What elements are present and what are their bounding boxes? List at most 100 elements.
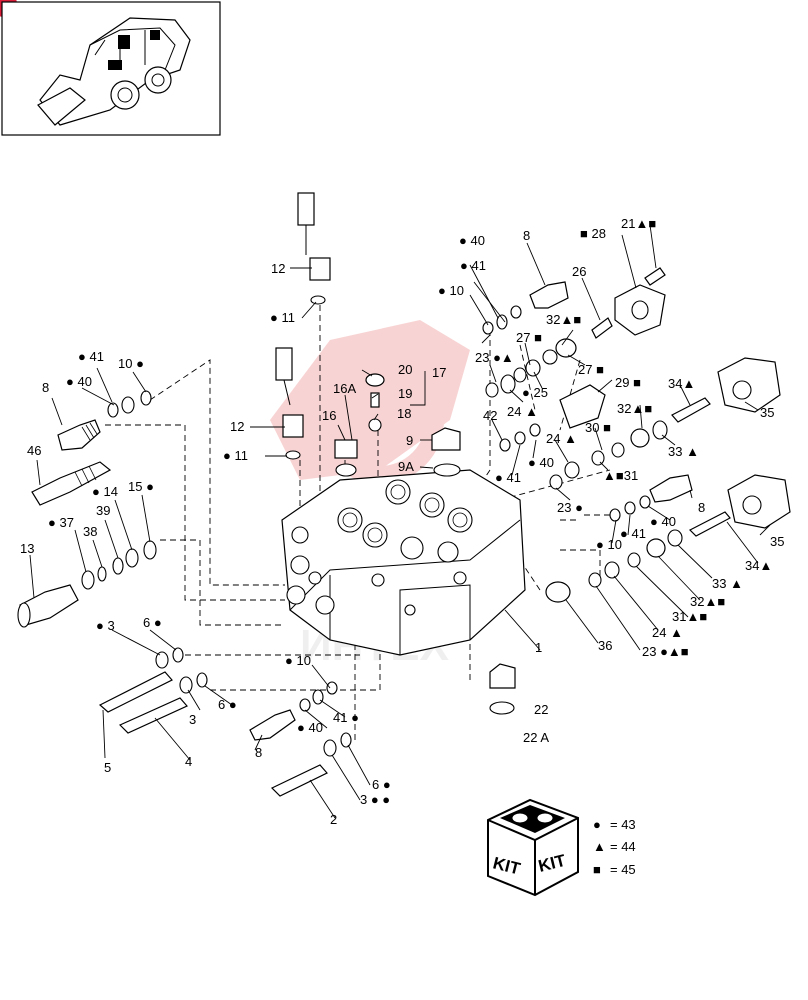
- label-24b: 24 ▲: [546, 431, 577, 446]
- plug-9: [431, 427, 461, 477]
- spool-5: [98, 671, 173, 713]
- label-19: 19: [398, 386, 412, 401]
- label-20: 20: [398, 362, 412, 377]
- label-32c: 32▲■: [690, 594, 725, 609]
- valve-29: [559, 384, 606, 429]
- label-34a: 34▲: [668, 376, 695, 391]
- label-21: 21▲■: [621, 216, 656, 231]
- label-41a: ● 41: [78, 349, 104, 364]
- label-8b: 8: [523, 228, 530, 243]
- label-34b: 34▲: [745, 558, 772, 573]
- kit-legend-text-3: = 45: [610, 862, 636, 877]
- parts-27-25: [485, 338, 577, 398]
- parts-23-24-42-middle: [499, 423, 580, 490]
- plug-8-bottom: [249, 709, 296, 741]
- solenoid-12-middle: [275, 347, 304, 438]
- label-9: 9: [406, 433, 413, 448]
- label-12b: 12: [230, 419, 244, 434]
- washer-41-bottom: [312, 689, 324, 705]
- label-31b: 31▲■: [672, 609, 707, 624]
- label-18: 18: [397, 406, 411, 421]
- parts-30-31: [591, 442, 625, 466]
- label-35a: 35: [760, 405, 774, 420]
- label-27b: 27 ■: [578, 362, 604, 377]
- leader-lines: [29, 224, 771, 819]
- o-ring-11-middle: [285, 450, 301, 460]
- housing-35-top: [717, 357, 781, 413]
- pin-26: [591, 317, 613, 339]
- label-3c: 3 ● ●: [360, 792, 390, 807]
- kit-legend-symbol-3: ■: [593, 862, 601, 877]
- label-32b: 32▲■: [617, 401, 652, 416]
- label-41c: ● 41: [495, 470, 521, 485]
- plug-8-left: [57, 419, 101, 451]
- label-24c: 24 ▲: [652, 625, 683, 640]
- label-33b: 33 ▲: [712, 576, 743, 591]
- label-17: 17: [432, 365, 446, 380]
- plug-22: [489, 663, 516, 715]
- valve-46: [31, 461, 112, 506]
- o-ring-15: [143, 540, 157, 560]
- label-41e: 41 ●: [333, 710, 359, 725]
- screw-21: [644, 267, 666, 286]
- kit-box-icon: KIT KIT: [487, 798, 579, 897]
- label-24a: 24 ▲: [507, 404, 538, 419]
- label-16: 16: [322, 408, 336, 423]
- label-10c: ● 10: [596, 537, 622, 552]
- label-23a: 23 ●▲: [475, 350, 514, 365]
- o-ring-40-bottom: [299, 698, 311, 712]
- cover-28: [614, 284, 666, 336]
- label-6b: 6 ●: [218, 697, 237, 712]
- label-27a: 27 ■: [516, 330, 542, 345]
- label-40c: ● 40: [528, 455, 554, 470]
- plug-8-top-right: [529, 281, 569, 309]
- o-rings-3-6: [155, 647, 352, 757]
- label-8a: 8: [42, 380, 49, 395]
- o-ring-10-bottom: [326, 681, 338, 695]
- label-10d: ● 10: [285, 653, 311, 668]
- label-11a: ● 11: [270, 310, 295, 325]
- label-32a: 32▲■: [546, 312, 581, 327]
- label-39: 39: [96, 503, 110, 518]
- label-2: 2: [330, 812, 337, 827]
- label-4: 4: [185, 754, 192, 769]
- label-23c: 23 ●▲■: [642, 644, 689, 659]
- label-10b: ● 10: [438, 283, 464, 298]
- housing-35-bottom: [727, 474, 791, 529]
- label-40a: ● 40: [66, 374, 92, 389]
- kit-legend-symbol-2: ▲: [593, 839, 606, 854]
- plug-36: [545, 581, 571, 603]
- o-ring-10-left: [140, 390, 152, 406]
- label-23b: 23 ●: [557, 500, 583, 515]
- backup-ring-39: [112, 557, 124, 575]
- label-22a: 22 A: [523, 730, 549, 745]
- label-9a: 9A: [398, 459, 414, 474]
- seal-ring-37: [81, 570, 95, 590]
- o-ring-40-left: [107, 402, 119, 418]
- needle-34-bottom: [688, 511, 731, 537]
- label-22: 22: [534, 702, 548, 717]
- kit-legend-text-2: = 44: [610, 839, 636, 854]
- washer-41-left: [121, 396, 135, 414]
- label-14: ● 14: [92, 484, 118, 499]
- label-26: 26: [572, 264, 586, 279]
- label-35b: 35: [770, 534, 784, 549]
- ring-38: [97, 566, 107, 582]
- label-40e: ● 40: [297, 720, 323, 735]
- label-42: 42: [483, 408, 497, 423]
- label-31a: ▲■31: [603, 468, 638, 483]
- spool-4: [118, 697, 188, 734]
- solenoid-12-top: [297, 192, 331, 281]
- plug-8-right: [649, 474, 693, 503]
- label-11b: ● 11: [223, 448, 248, 463]
- label-8c: 8: [698, 500, 705, 515]
- label-30: 30 ■: [585, 420, 611, 435]
- label-40d: ● 40: [650, 514, 676, 529]
- valve-body: [281, 469, 526, 656]
- parts-32-33-top: [630, 420, 668, 448]
- label-13: 13: [20, 541, 34, 556]
- label-12a: 12: [271, 261, 285, 276]
- callout-labels: 1 2 ● 3 3 3 ● ● 4 5 6 ● 6 ● 6 ● 8 8 8 8 …: [20, 216, 784, 827]
- label-40b: ● 40: [459, 233, 485, 248]
- label-29: 29 ■: [615, 375, 641, 390]
